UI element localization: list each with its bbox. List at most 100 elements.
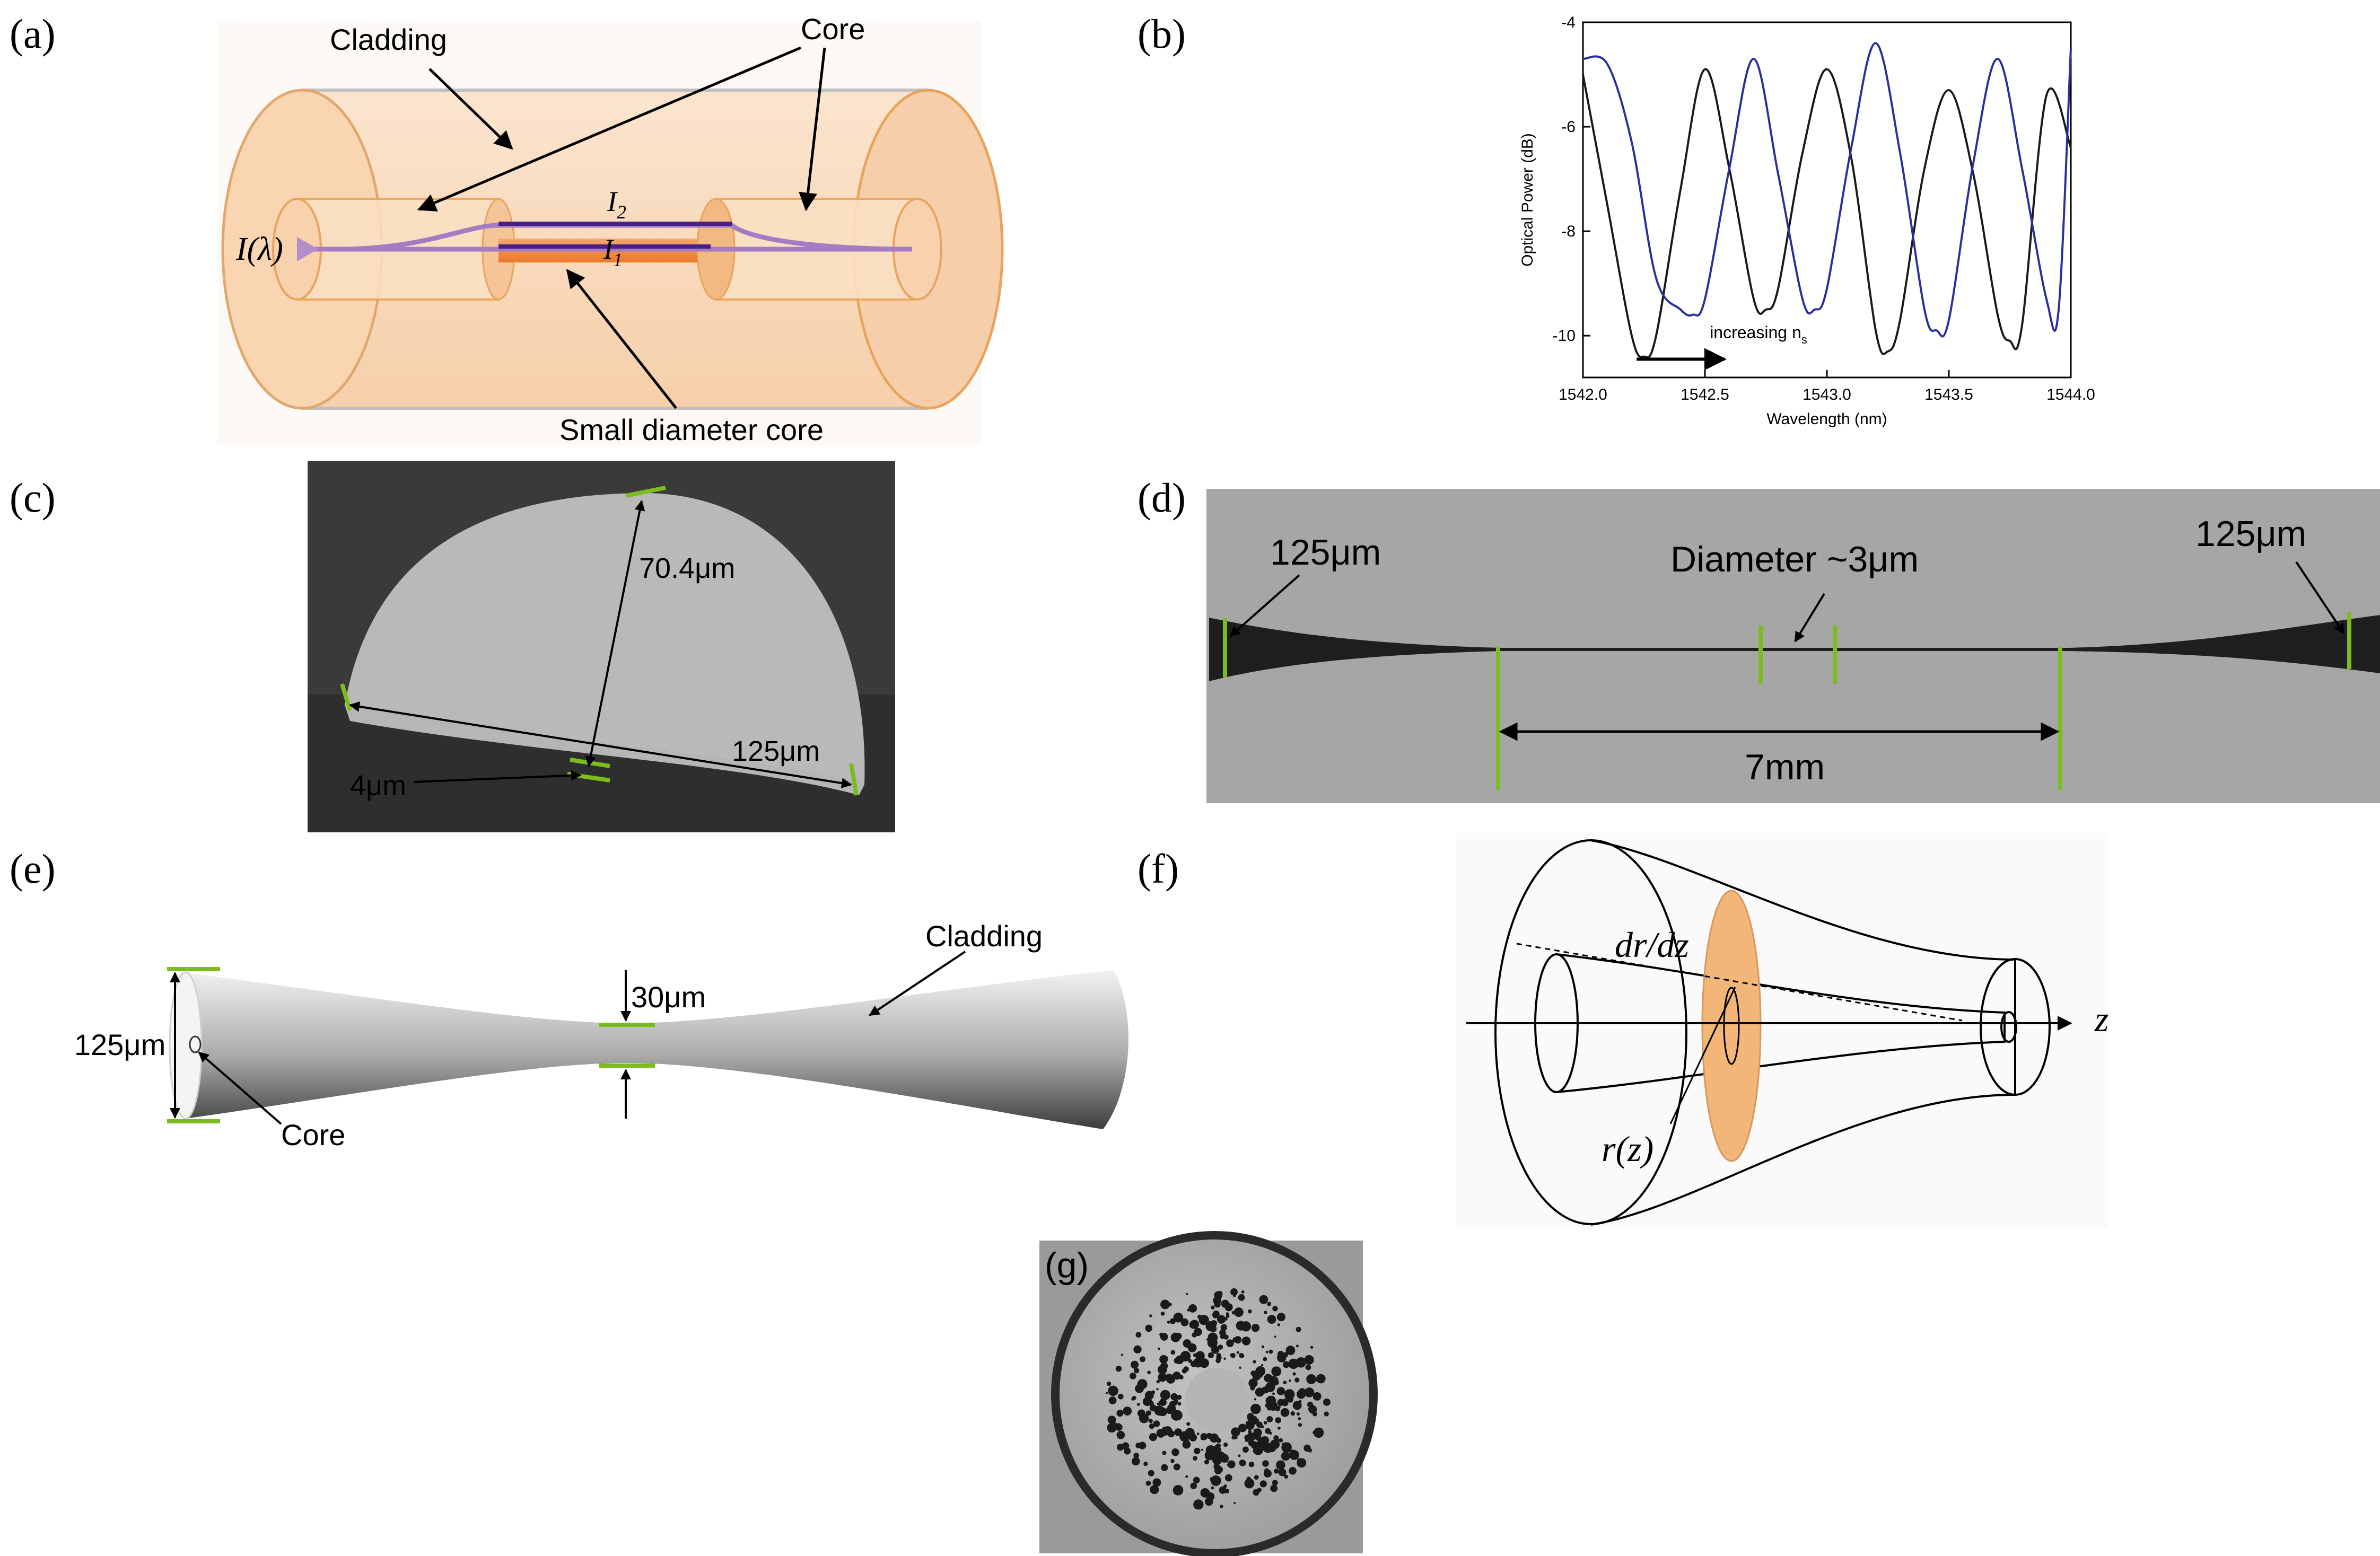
air-hole	[1108, 1396, 1117, 1404]
air-hole	[1188, 1304, 1197, 1313]
air-hole	[1230, 1288, 1238, 1296]
pcf-core	[1185, 1368, 1249, 1431]
diameter-label: 125μm	[74, 1028, 165, 1061]
air-hole	[1117, 1444, 1124, 1451]
air-hole	[1131, 1457, 1140, 1466]
air-hole	[1170, 1332, 1180, 1342]
air-hole	[1294, 1377, 1300, 1383]
air-hole	[1201, 1437, 1204, 1440]
air-hole	[1208, 1332, 1218, 1343]
air-hole	[1135, 1332, 1142, 1338]
core-measure-arrow	[413, 770, 582, 783]
panel-f: (f) dr/dz r(z) z	[1138, 832, 2108, 1227]
air-hole	[1149, 1432, 1158, 1441]
air-hole	[1173, 1312, 1184, 1323]
air-hole	[1310, 1346, 1314, 1349]
air-hole	[1204, 1460, 1210, 1465]
air-hole	[1264, 1468, 1270, 1474]
air-hole	[1265, 1428, 1271, 1434]
air-hole	[1312, 1392, 1322, 1401]
air-hole	[1282, 1361, 1290, 1368]
radius-label: r(z)	[1602, 1129, 1653, 1169]
air-hole	[1204, 1497, 1213, 1506]
air-hole	[1187, 1343, 1197, 1352]
air-hole	[1272, 1392, 1275, 1395]
panel-e-label: (e)	[10, 846, 56, 892]
waist-diameter-label: 30μm	[631, 980, 706, 1014]
air-hole	[1171, 1373, 1178, 1379]
air-hole	[1305, 1364, 1311, 1370]
series-line-blue	[1582, 42, 2072, 338]
core-label-e: Core	[281, 1118, 345, 1151]
air-hole	[1135, 1384, 1144, 1393]
air-hole	[1239, 1366, 1241, 1369]
air-hole	[1108, 1385, 1118, 1396]
air-hole	[1148, 1470, 1154, 1476]
air-hole	[1189, 1434, 1197, 1441]
air-hole	[1212, 1455, 1222, 1465]
air-hole	[1219, 1329, 1226, 1337]
air-hole	[1160, 1299, 1170, 1309]
air-hole	[1287, 1390, 1289, 1393]
air-hole	[1277, 1405, 1281, 1409]
air-hole	[1298, 1417, 1301, 1420]
tapered-fiber	[1209, 615, 2380, 681]
y-tick-label: -4	[1561, 14, 1576, 31]
air-hole	[1277, 1353, 1287, 1362]
air-hole	[1159, 1399, 1167, 1406]
air-hole	[1234, 1336, 1242, 1344]
air-hole	[1201, 1359, 1207, 1366]
air-hole	[1167, 1430, 1175, 1438]
air-hole	[1165, 1356, 1168, 1359]
air-hole	[1253, 1489, 1259, 1496]
air-hole	[1280, 1408, 1290, 1417]
air-hole	[1162, 1411, 1167, 1416]
air-hole	[1276, 1387, 1285, 1395]
air-hole	[1134, 1368, 1140, 1374]
air-hole	[1216, 1465, 1221, 1470]
air-hole	[1278, 1439, 1280, 1441]
air-hole-ring	[1105, 1288, 1331, 1510]
air-hole	[1312, 1411, 1317, 1417]
x-tick-label: 1543.5	[1924, 386, 1973, 403]
air-hole	[1218, 1344, 1223, 1350]
air-hole	[1241, 1337, 1251, 1346]
y-tick-label: -8	[1561, 223, 1576, 240]
air-hole	[1296, 1412, 1300, 1416]
output-arrowhead	[297, 237, 318, 261]
air-hole	[1298, 1423, 1302, 1427]
air-hole	[1154, 1405, 1165, 1416]
air-hole	[1152, 1478, 1161, 1487]
air-hole	[1215, 1358, 1221, 1364]
air-hole	[1289, 1450, 1299, 1460]
air-hole	[1214, 1291, 1223, 1299]
series-line-black	[1582, 68, 2072, 359]
air-hole	[1156, 1429, 1166, 1438]
air-hole	[1312, 1431, 1316, 1435]
air-hole	[1156, 1388, 1159, 1391]
air-hole	[1153, 1420, 1160, 1427]
slope-tangent	[1516, 943, 1963, 1022]
air-hole	[1116, 1430, 1125, 1439]
panel-c: (c) 70.4μm 125μm 4μm	[10, 461, 895, 832]
air-hole	[1226, 1312, 1229, 1316]
air-hole	[1208, 1352, 1214, 1358]
air-hole	[1171, 1448, 1179, 1456]
air-hole	[1324, 1411, 1329, 1417]
waist-label: Diameter ~3μm	[1670, 539, 1919, 579]
air-hole	[1227, 1460, 1236, 1469]
air-hole	[1149, 1423, 1155, 1429]
air-hole	[1248, 1461, 1255, 1467]
air-hole	[1172, 1410, 1183, 1421]
cladding-arrow	[428, 68, 513, 150]
panel-d: (d) 125μm 125μm Diameter ~3μm 7mm	[1138, 474, 2380, 803]
air-hole	[1220, 1324, 1227, 1331]
air-hole	[1156, 1379, 1160, 1384]
air-hole	[1261, 1345, 1265, 1349]
air-hole	[1223, 1334, 1229, 1340]
air-hole	[1261, 1386, 1268, 1394]
air-hole	[1160, 1333, 1168, 1341]
air-hole	[1259, 1371, 1264, 1376]
